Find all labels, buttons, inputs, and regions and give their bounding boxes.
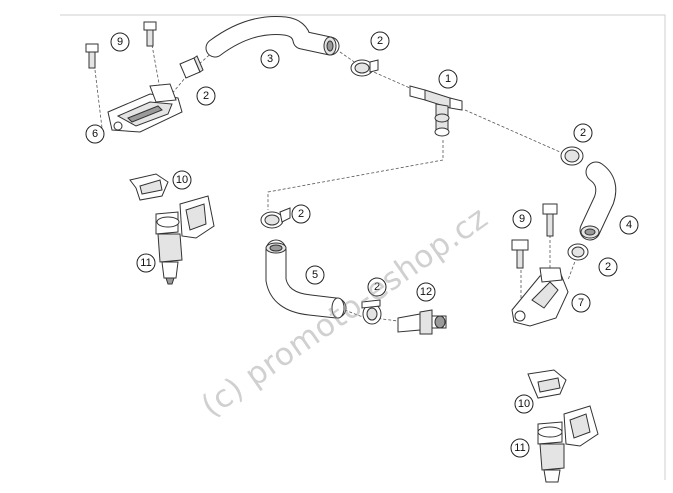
callout-9b: 9: [512, 209, 532, 229]
svg-text:10: 10: [176, 174, 188, 186]
callout-2c: 2: [573, 123, 593, 143]
leader-2b: [339, 51, 411, 89]
leader-2e: [267, 140, 444, 210]
callout-11b: 11: [510, 438, 530, 458]
svg-text:11: 11: [140, 257, 151, 269]
callout-9a: 9: [110, 32, 130, 52]
svg-text:1: 1: [445, 73, 451, 85]
connector-1: [409, 85, 463, 137]
bolt-9b: [511, 203, 558, 269]
hose-3: [205, 15, 340, 58]
callout-1: 1: [438, 69, 458, 89]
callout-2d: 2: [598, 257, 618, 277]
callout-12: 12: [416, 282, 436, 302]
callout-10a: 10: [172, 170, 192, 190]
callout-4: 4: [619, 215, 639, 235]
svg-text:9: 9: [519, 213, 525, 225]
svg-text:10: 10: [518, 398, 530, 410]
svg-text:2: 2: [203, 90, 209, 102]
page-frame: [60, 14, 666, 480]
callout-2e: 2: [291, 204, 311, 224]
bolt-9a: [85, 21, 157, 69]
hose-4: [579, 161, 617, 241]
clamp-2b: [350, 59, 379, 77]
leader-2f: [339, 307, 406, 323]
svg-text:5: 5: [312, 269, 318, 281]
clamp-2a: [179, 55, 204, 79]
holder-6: [107, 83, 183, 133]
svg-text:2: 2: [580, 127, 586, 139]
adapter-12: [397, 309, 447, 335]
leader-2c: [464, 109, 561, 153]
callout-2a: 2: [196, 86, 216, 106]
callout-3: 3: [260, 49, 280, 69]
svg-text:2: 2: [298, 208, 304, 220]
clamp-2d: [567, 243, 589, 261]
svg-text:6: 6: [92, 128, 98, 140]
clamp-2c: [560, 146, 584, 166]
clamp-2f: [361, 299, 382, 325]
callout-7: 7: [571, 293, 591, 313]
svg-text:9: 9: [117, 36, 123, 48]
svg-text:4: 4: [626, 219, 632, 231]
svg-text:11: 11: [514, 442, 525, 454]
clip-10b: [527, 369, 567, 399]
svg-text:2: 2: [605, 261, 611, 273]
callout-10b: 10: [514, 394, 534, 414]
clamp-2e: [260, 207, 291, 229]
svg-text:2: 2: [374, 281, 380, 293]
callout-5: 5: [305, 265, 325, 285]
callouts: 9 6 2 3 2 1 2 4: [85, 31, 639, 458]
callout-2b: 2: [370, 31, 390, 51]
leader-9a: [94, 69, 103, 129]
injector-11b: [537, 405, 599, 483]
svg-text:3: 3: [267, 53, 273, 65]
hose-5: [265, 239, 347, 319]
callout-11a: 11: [136, 253, 156, 273]
clip-10a: [129, 173, 169, 201]
injector-11a: [155, 195, 215, 285]
callout-2f: 2: [367, 277, 387, 297]
callout-6: 6: [85, 124, 105, 144]
holder-7: [511, 267, 569, 327]
svg-text:12: 12: [420, 286, 432, 298]
svg-text:2: 2: [377, 35, 383, 47]
svg-text:7: 7: [578, 297, 584, 309]
